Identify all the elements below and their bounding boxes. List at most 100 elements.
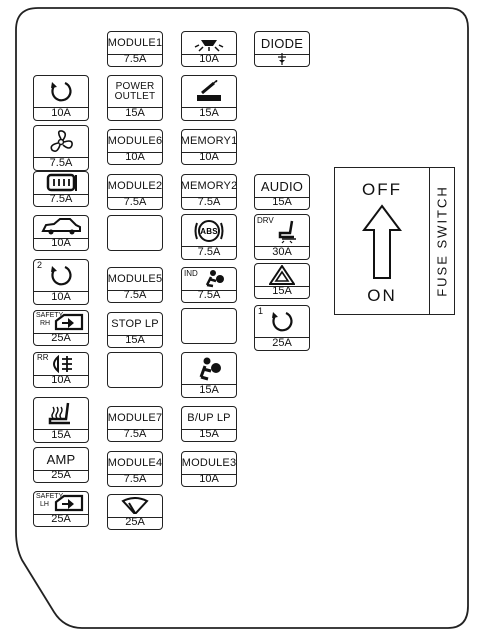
fuse-amp: 10A	[199, 151, 219, 163]
fuse-label: DIODE	[255, 32, 309, 55]
fuse-label: POWER OUTLET	[108, 76, 162, 108]
fuse-blank	[107, 215, 163, 251]
fuse-trunk: 10A	[33, 215, 89, 251]
fuse-label: STOP LP	[108, 313, 162, 336]
diode-icon	[255, 53, 309, 66]
fuse-switch[interactable]: OFF ON FUSE SWITCH	[334, 167, 455, 315]
fuse-power-outlet: POWER OUTLET 15A	[107, 75, 163, 121]
fuse-audio: AUDIO 15A	[254, 174, 310, 210]
fuse-label: MODULE5	[108, 268, 162, 291]
fuse-rr-fog: RR 10A	[33, 352, 89, 388]
fuse-amp: 10A	[125, 151, 145, 163]
hazard-icon	[255, 264, 309, 287]
fuse-cigar: 15A	[181, 75, 237, 121]
fuse-amp: 10A	[199, 53, 219, 65]
switch-off-label: OFF	[362, 180, 402, 199]
fuse-memory1: MEMORY1 10A	[181, 129, 237, 165]
fuse-label: AUDIO	[255, 175, 309, 198]
fuse-tag: SAFETY	[36, 312, 64, 319]
fuse-amp: 15A	[272, 285, 292, 297]
fuse-label: B/UP LP	[182, 407, 236, 430]
fuse-rear-fog: 10A	[33, 75, 89, 121]
fuse-label: MODULE7	[108, 407, 162, 430]
fuse-amp: 25A	[51, 469, 71, 481]
fuse-amp: 7.5A	[197, 289, 221, 301]
fuse-module1: MODULE1 7.5A	[107, 31, 163, 67]
fuse-tag: SAFETY	[36, 493, 64, 500]
fuse-label: MODULE1	[108, 32, 162, 55]
cigar-lighter-icon	[182, 76, 236, 108]
fuse-amp: 7.5A	[123, 473, 147, 485]
fuse-amp: 10A	[199, 473, 219, 485]
fuse-label-line: OUTLET	[114, 90, 156, 102]
rear-fog-light-icon	[255, 306, 309, 338]
power-seat-icon	[255, 215, 309, 247]
fuse-amp: 7.5A	[123, 196, 147, 208]
fuse-heated-seat: 15A	[33, 397, 89, 443]
fuse-amp: 10A	[51, 237, 71, 249]
fuse-fog1: 1 25A	[254, 305, 310, 351]
up-arrow-icon	[362, 204, 402, 279]
fuse-safety-rh: SAFETY RH 25A	[33, 310, 89, 346]
switch-label-text: FUSE SWITCH	[434, 185, 450, 297]
fuse-amp: 7.5A	[123, 289, 147, 301]
fuse-amp: 15A	[125, 107, 145, 119]
svg-text:ABS: ABS	[200, 227, 218, 236]
fuse-safety-lh: SAFETY LH 25A	[33, 491, 89, 527]
fuse-amp: 7.5A	[197, 246, 221, 258]
rear-fog-light-icon	[34, 76, 88, 108]
switch-divider	[429, 168, 430, 314]
fuse-amp: 7.5A	[49, 193, 73, 205]
fuse-blank	[107, 352, 163, 388]
fuse-label: MODULE6	[108, 130, 162, 153]
fuse-label: MODULE3	[182, 452, 236, 475]
switch-label: FUSE SWITCH	[431, 168, 453, 314]
fuse-tag: 1	[258, 306, 264, 316]
fuse-module2: MODULE2 7.5A	[107, 174, 163, 210]
fuse-blower: 7.5A	[33, 125, 89, 171]
fuse-label: MODULE4	[108, 452, 162, 475]
fuse-amp: 25A	[51, 513, 71, 525]
airbag-icon	[182, 268, 236, 291]
fuse-amp: 7.5A	[49, 157, 73, 169]
fuse-stop-lp: STOP LP 15A	[107, 312, 163, 348]
fuse-bup-lp: B/UP LP 15A	[181, 406, 237, 442]
fuse-module3: MODULE3 10A	[181, 451, 237, 487]
rear-fog-light-icon	[34, 260, 88, 292]
fuse-wiper: 25A	[107, 494, 163, 530]
fuse-amp: 25A	[272, 337, 292, 349]
fuse-tag: RH	[40, 320, 51, 327]
abs-icon: ABS	[182, 215, 236, 247]
fuse-label: MEMORY1	[181, 130, 237, 153]
fog-lamp-icon	[34, 353, 88, 376]
fuse-amp: 7.5A	[197, 196, 221, 208]
fuse-amp: 10A	[51, 107, 71, 119]
airbag-icon	[182, 353, 236, 385]
fuse-amp: 25A	[51, 332, 71, 344]
fuse-amp: 30A	[272, 246, 292, 258]
fuse-diode: DIODE	[254, 31, 310, 67]
fan-icon	[34, 126, 88, 158]
power-window-icon	[34, 492, 88, 515]
fuse-memory2: MEMORY2 7.5A	[181, 174, 237, 210]
rear-defrost-icon	[34, 172, 88, 195]
fuse-label: MODULE2	[108, 175, 162, 198]
fuse-amp: 15A	[272, 196, 292, 208]
fuse-module5: MODULE5 7.5A	[107, 267, 163, 303]
fuse-label: MEMORY2	[181, 175, 237, 198]
fuse-drv-seat: DRV 30A	[254, 214, 310, 260]
fuse-tag: LH	[40, 501, 49, 508]
fuse-fog2: 2 10A	[33, 259, 89, 305]
fuse-label-line: POWER	[115, 80, 155, 92]
fuse-tag: RR	[37, 353, 49, 362]
fuse-defrost: 7.5A	[33, 171, 89, 207]
power-window-icon	[34, 311, 88, 334]
wiper-icon	[108, 495, 162, 518]
car-trunk-icon	[34, 216, 88, 239]
fuse-amp: 10A	[51, 291, 71, 303]
fuse-tag: DRV	[257, 216, 274, 225]
fuse-label: AMP	[34, 448, 88, 471]
dome-light-icon	[182, 32, 236, 55]
